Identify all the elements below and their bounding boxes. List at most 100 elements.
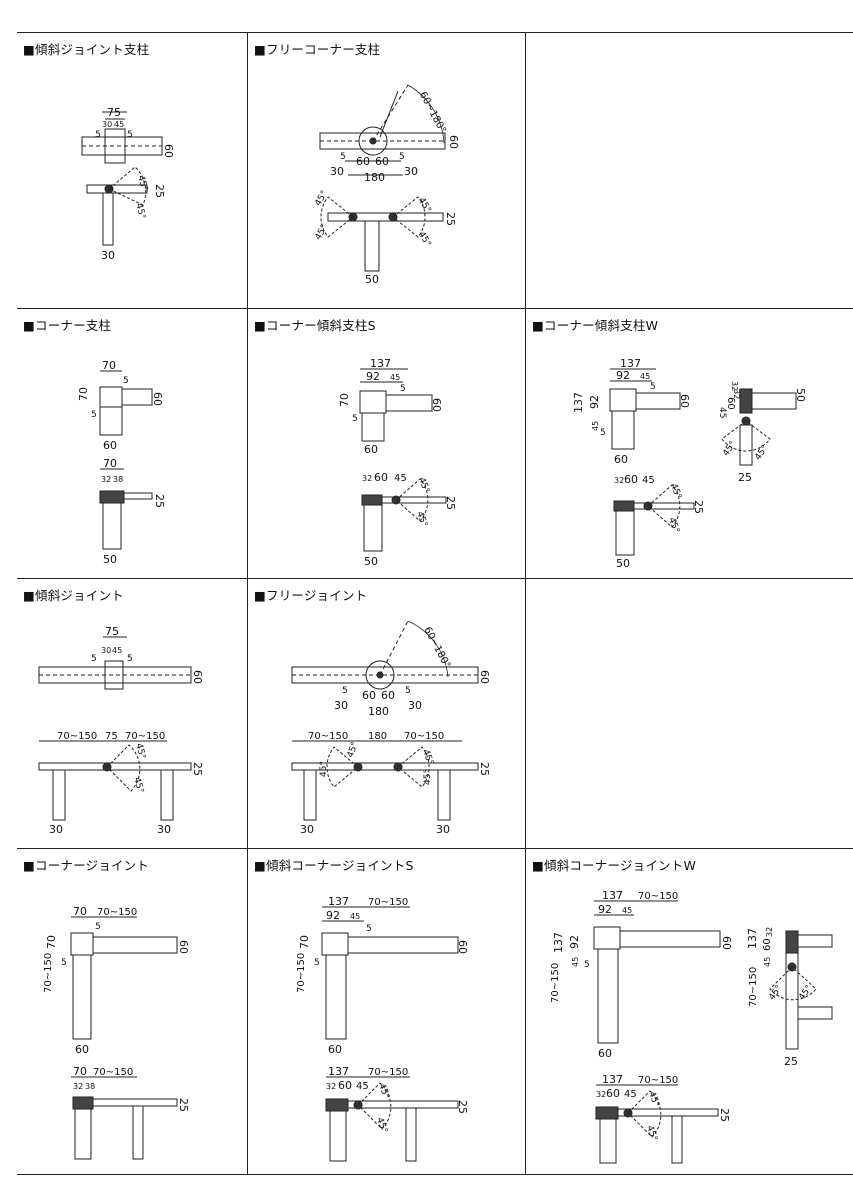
cell-title: ■コーナー支柱: [23, 318, 112, 333]
dim-rh60: 60: [762, 938, 773, 951]
dim-h60: 60: [151, 392, 164, 406]
dim-h92: 92: [568, 935, 581, 949]
dim-30b: 30: [436, 823, 450, 836]
dim-45b: 45: [642, 475, 655, 486]
dim-45: 45: [640, 372, 650, 381]
range-left: 70~150: [550, 963, 561, 1003]
grid-line-row1: [17, 308, 853, 309]
dim-75: 75: [105, 625, 119, 638]
dim-32: 32: [73, 1082, 83, 1091]
dim-92: 92: [598, 903, 612, 916]
dim-5a: 5: [342, 686, 348, 696]
angle-45c: 45°: [420, 748, 435, 766]
range-bottom: 70~150: [93, 1067, 133, 1078]
dim-25: 25: [444, 496, 457, 510]
grid-line-row3: [17, 848, 853, 849]
cell-title: ■傾斜ジョイント支柱: [23, 42, 150, 57]
dim-r25: 25: [784, 1055, 798, 1068]
cell-free-corner-post: ■フリーコーナー支柱 60~180° 60 5 60 60 5 30 180 3…: [248, 33, 525, 308]
dim-75: 75: [107, 106, 121, 119]
dim-r32: 32: [732, 389, 741, 399]
dim-5b: 5: [314, 958, 320, 968]
dim-h92: 92: [588, 395, 601, 409]
dim-30a: 30: [334, 699, 348, 712]
dim-45: 45: [112, 646, 122, 655]
cell-keisha-corner-joint-s: ■傾斜コーナージョイントS 137 70~150 92 45 5 70 60 5…: [248, 849, 525, 1174]
range-left: 70~150: [43, 953, 54, 993]
dim-137: 137: [370, 357, 391, 370]
dim-5a: 5: [123, 376, 129, 386]
dim-60b: 60: [598, 1047, 612, 1060]
dim-32: 32: [362, 474, 372, 483]
dim-60a: 60: [362, 689, 376, 702]
dim-45b: 45: [394, 473, 407, 484]
grid-line-bottom: [17, 1174, 853, 1175]
dim-5b: 5: [405, 686, 411, 696]
cell-title: ■傾斜コーナージョイントW: [532, 858, 697, 873]
diagram-corner-keisha-post-w: 137 92 45 5 137 92 60 45 5 60 50 32 45 6…: [572, 357, 807, 570]
dim-h137: 137: [572, 392, 585, 413]
dim-rh137: 137: [746, 928, 759, 949]
cell-corner-keisha-post-s: ■コーナー傾斜支柱S 137 92 45 5 70 60 5 60 32 60 …: [248, 309, 525, 578]
dim-60c: 60: [338, 1079, 352, 1092]
cell-title: ■コーナー傾斜支柱W: [532, 318, 659, 333]
dim-30a: 30: [330, 165, 344, 178]
cell-title: ■フリージョイント: [254, 588, 368, 603]
angle-45b: 45°: [644, 1124, 659, 1142]
angle-45c: 45°: [416, 196, 433, 215]
angle-45b: 45°: [133, 202, 147, 220]
angle-45a: 45°: [668, 482, 683, 500]
diagram-keisha-joint: 75 30 45 5 5 60 70~150 75 70~150 45° 45°…: [38, 625, 204, 836]
dim-137: 137: [602, 889, 623, 902]
range-bottom: 70~150: [638, 1075, 678, 1086]
range-left: 70~150: [308, 731, 348, 742]
cell-empty-1: [526, 33, 853, 308]
angle-45d: 45°: [416, 230, 433, 249]
dim-30b: 30: [101, 249, 115, 262]
cell-keisha-joint-post: ■傾斜ジョイント支柱 75 30 45 5 5 60 45° 45° 25 30: [17, 33, 247, 308]
dim-60b: 60: [328, 1043, 342, 1056]
dim-60b: 60: [375, 155, 389, 168]
angle-45b: 45°: [346, 741, 361, 759]
angle-45a: 45°: [646, 1090, 661, 1108]
angle-45a: 45°: [416, 476, 431, 494]
dim-h70: 70: [338, 393, 351, 407]
angle-45b: 45°: [131, 776, 145, 794]
dim-60: 60: [191, 670, 204, 684]
dim-45v: 45: [571, 957, 580, 967]
grid-line-col1: [247, 32, 248, 1174]
cell-title: ■傾斜ジョイント: [23, 588, 124, 603]
dim-38: 38: [85, 1082, 95, 1091]
cell-title: ■傾斜コーナージョイントS: [254, 858, 414, 873]
dim-32: 32: [596, 1090, 606, 1099]
dim-5: 5: [366, 924, 372, 934]
cell-free-joint: ■フリージョイント 60~180° 60 5 60 60 5 30 180 30…: [248, 579, 525, 848]
dim-137: 137: [620, 357, 641, 370]
dim-30b: 30: [157, 823, 171, 836]
dim-70: 70: [102, 359, 116, 372]
dim-32: 32: [326, 1082, 336, 1091]
dim-5b: 5: [127, 130, 133, 140]
dim-45: 45: [350, 912, 360, 921]
dim-25: 25: [177, 1098, 190, 1112]
dim-h137: 137: [552, 932, 565, 953]
range-right: 70~150: [404, 731, 444, 742]
angle-r45a: 45°: [721, 439, 738, 458]
dim-h70: 70: [298, 935, 311, 949]
dim-30: 30: [102, 120, 112, 129]
dim-5a: 5: [650, 382, 656, 392]
cell-corner-joint: ■コーナージョイント 70 70~150 5 70 60 5 70~150 60…: [17, 849, 247, 1174]
dim-5b: 5: [352, 414, 358, 424]
angle-range: 60~180°: [421, 625, 452, 670]
dim-60: 60: [456, 940, 469, 954]
dim-70: 70: [73, 905, 87, 918]
grid-line-row2: [17, 578, 853, 579]
dim-180: 180: [364, 171, 385, 184]
dim-60: 60: [177, 940, 190, 954]
dim-r50: 50: [794, 388, 807, 402]
range-left: 70~150: [57, 731, 97, 742]
dim-25: 25: [444, 212, 457, 226]
dim-5b: 5: [399, 152, 405, 162]
dim-h60: 60: [430, 398, 443, 412]
